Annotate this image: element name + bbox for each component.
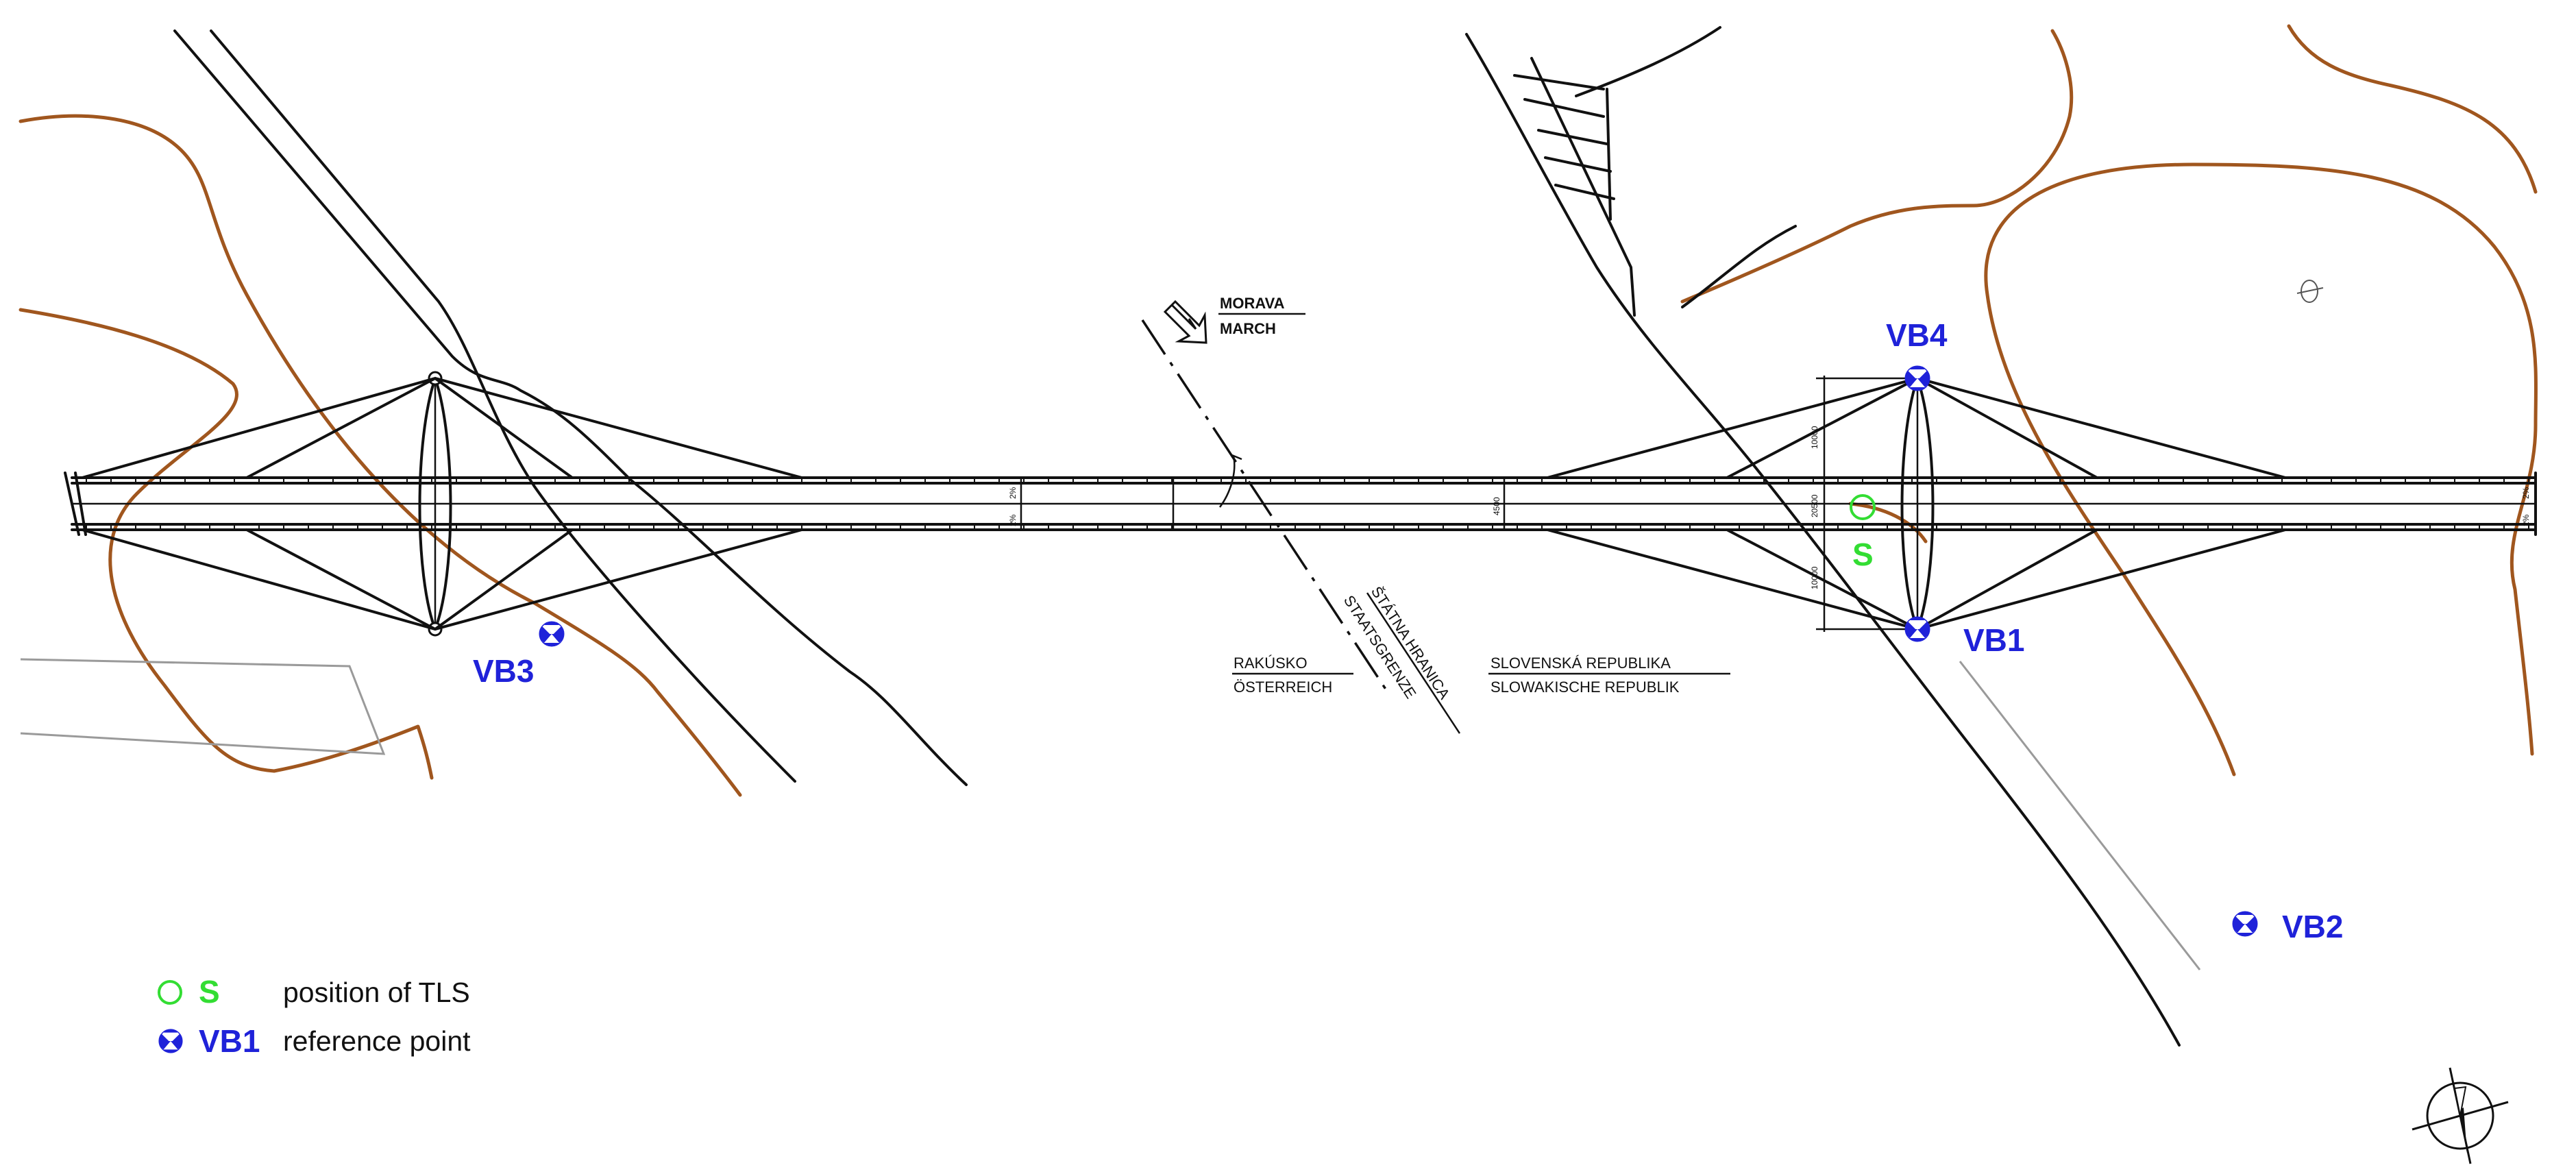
reference-point-icon [1904,616,1930,642]
legend-reference-symbol: VB1 [199,1023,260,1059]
reference-point-icon [539,621,565,647]
dimension-lower: 10000 [1810,566,1819,589]
border-label-underline [1366,592,1461,734]
property-lines [20,658,2201,970]
roads-right [1465,26,2181,1047]
left-cables [81,376,803,631]
survey-mark [2296,280,2324,303]
contour-station [1848,502,1928,543]
left-pylon [81,371,803,637]
dimension-ticks [1816,377,1917,631]
reference-point-icon [1904,365,1930,391]
contour-right-middle [1984,162,2538,776]
river-name-de: MARCH [1220,320,1276,337]
property-line-right [1959,661,2201,970]
reference-point-icon [2232,911,2258,937]
reference-point-icon [158,1028,184,1054]
country-right-sk: SLOVENSKÁ REPUBLIKA [1491,655,1671,672]
slope-labels: 2% 2% 2% 2% [1008,478,2531,530]
point-vb2: VB2 [2232,909,2343,944]
country-labels: RAKÚSKO ÖSTERREICH SLOVENSKÁ REPUBLIKA S… [1232,655,1730,696]
vb4-label: VB4 [1886,317,1948,353]
slope-label-upper-right: 2% [2521,487,2531,499]
dimension-upper: 10000 [1810,426,1819,449]
contour-left-upper [19,114,742,797]
point-vb1: VB1 [1904,616,2024,658]
roads-left [173,29,968,786]
road-left-1 [173,29,968,786]
contour-right-far [2287,24,2538,194]
station-label: S [1852,537,1874,572]
vb2-label: VB2 [2282,909,2343,944]
point-vb3: VB3 [473,621,565,689]
border-angle-arc [1218,454,1242,508]
country-right-de: SLOWAKISCHE REPUBLIK [1491,678,1680,696]
road-right-top [1575,26,1721,97]
embankment-hatch [1513,74,1615,221]
bridge-deck [64,472,2537,536]
vb1-label: VB1 [1963,622,2024,658]
deck-end-left [64,472,80,536]
river-name-sk: MORAVA [1220,295,1285,312]
contour-left-lower [19,308,434,780]
country-left-sk: RAKÚSKO [1234,655,1308,672]
north-arrow-icon [2412,1067,2509,1164]
road-left-2 [210,29,796,783]
border-dash-line [1141,319,1389,693]
tls-station-icon [1850,494,1876,520]
river-flow: MORAVA MARCH [1163,295,1305,344]
vb3-label: VB3 [473,653,534,689]
point-station: S [1850,494,1876,572]
flow-direction-icon [1163,299,1207,344]
slope-label-lower-left: 2% [1008,514,1018,526]
deck-ticks-bottom [82,524,2536,530]
road-right-curve [1681,225,1797,308]
road-right-embankment [1530,57,1636,317]
country-left-de: ÖSTERREICH [1234,678,1332,696]
point-vb4: VB4 [1886,317,1948,391]
slope-label-upper-left: 2% [1008,487,1018,499]
property-line-left [20,658,386,755]
deck-end-left-2 [74,472,87,536]
legend-station-symbol: S [199,974,220,1010]
dimension-middle: 20500 [1810,494,1819,517]
legend-station-text: position of TLS [283,977,470,1008]
slope-label-lower-right: 2% [2521,514,2531,526]
road-right-main [1465,33,2181,1047]
legend-reference-text: reference point [283,1025,471,1057]
terrain-contours [19,24,2538,797]
deck-ticks-top [82,478,2536,483]
tls-station-icon [158,980,182,1005]
deck-width-dimension: 4500 [1492,497,1501,515]
contour-right-upper [1680,29,2074,304]
legend: S position of TLS VB1 reference point [158,974,471,1059]
